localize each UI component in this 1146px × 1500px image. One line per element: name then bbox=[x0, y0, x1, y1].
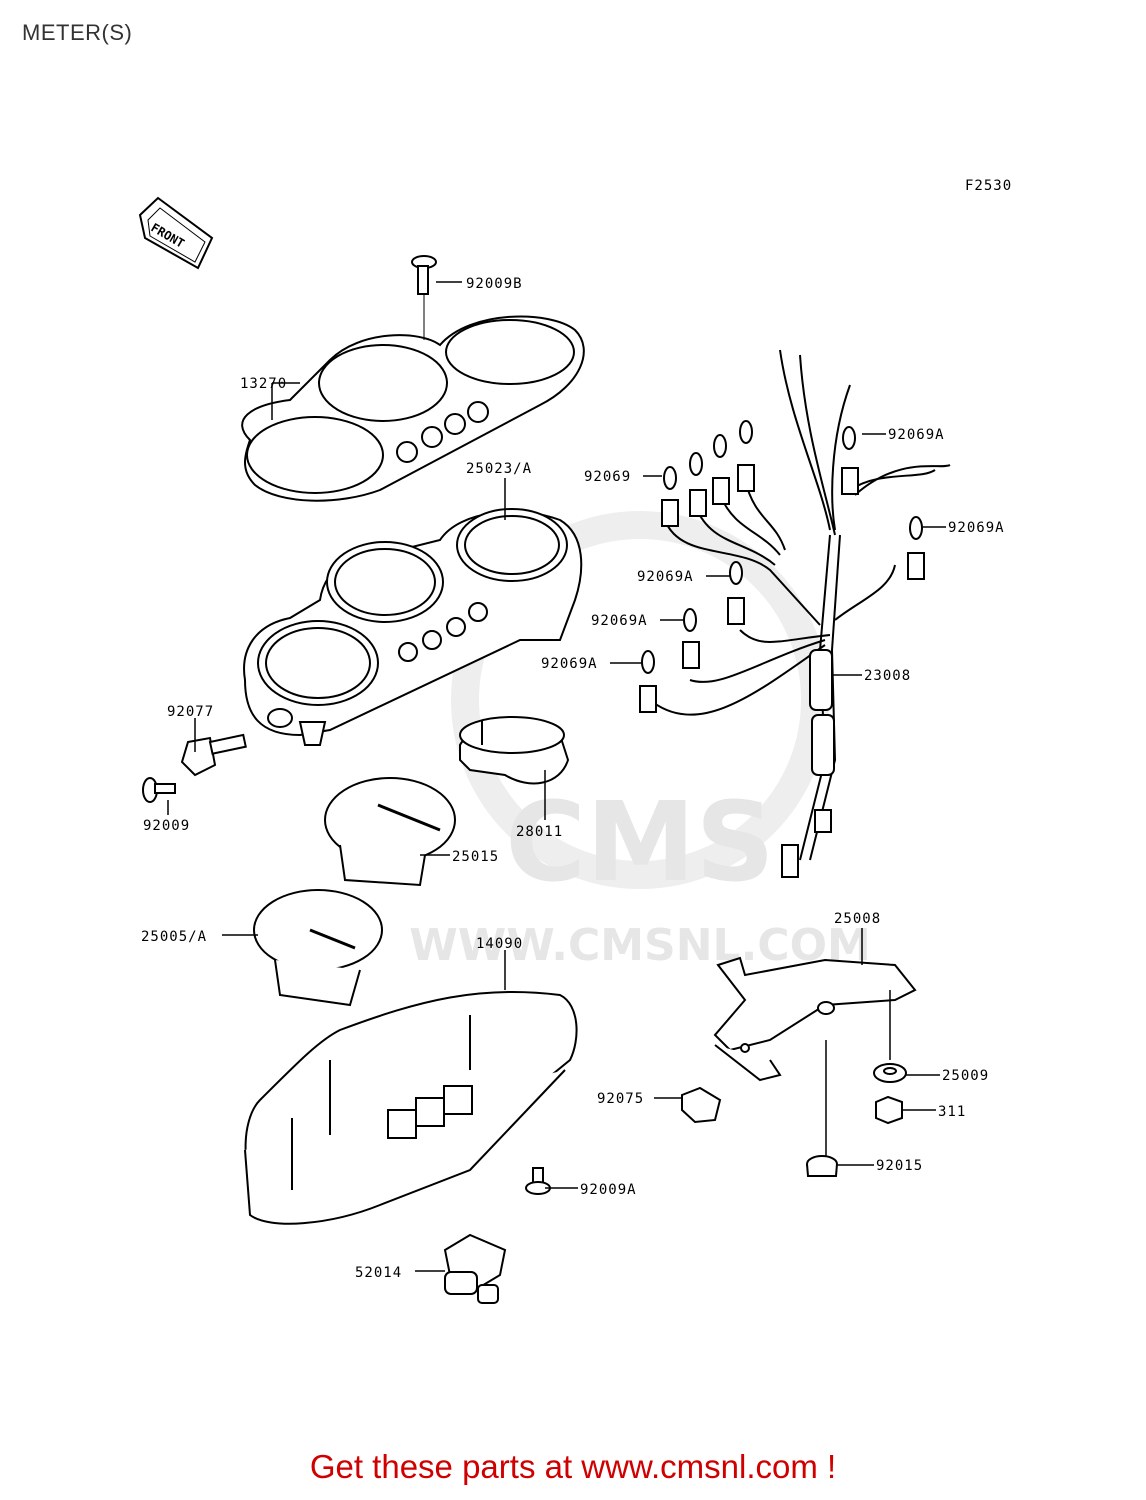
tachometer-mechanism bbox=[459, 716, 570, 785]
part-label-25023A: 25023/A bbox=[466, 461, 532, 477]
part-label-52014: 52014 bbox=[355, 1265, 402, 1281]
part-label-25008: 25008 bbox=[834, 911, 881, 927]
leader-lines bbox=[167, 382, 946, 1272]
watermark-logo: CMS bbox=[505, 778, 774, 906]
part-label-92075: 92075 bbox=[597, 1091, 644, 1107]
part-label-92077: 92077 bbox=[167, 704, 214, 720]
part-label-23008: 23008 bbox=[864, 668, 911, 684]
bulb-sockets-icon bbox=[639, 420, 925, 713]
watermark-url: WWW.CMSNL.COM bbox=[409, 920, 871, 971]
part-label-92069A-2: 92069A bbox=[948, 520, 1005, 536]
meter-bracket bbox=[713, 956, 917, 1082]
screw-top-icon bbox=[411, 255, 437, 340]
part-label-92009: 92009 bbox=[143, 818, 190, 834]
part-label-92009B: 92009B bbox=[466, 276, 523, 292]
sensor-52014-icon bbox=[443, 1233, 507, 1304]
part-label-92015: 92015 bbox=[876, 1158, 923, 1174]
part-label-92069A-1: 92069A bbox=[888, 427, 945, 443]
page-title: METER(S) bbox=[22, 20, 133, 45]
cta-link[interactable]: Get these parts at www.cmsnl.com ! bbox=[309, 1448, 837, 1485]
meter-case-upper bbox=[243, 508, 583, 746]
trip-knob-icon bbox=[180, 733, 247, 777]
screw-bottom-icon bbox=[525, 1167, 551, 1195]
part-label-311: 311 bbox=[938, 1104, 966, 1120]
gauge-25015 bbox=[324, 777, 456, 887]
part-label-25015: 25015 bbox=[452, 849, 499, 865]
part-label-92009A: 92009A bbox=[580, 1182, 637, 1198]
diagram-code: F2530 bbox=[965, 178, 1012, 194]
part-label-14090: 14090 bbox=[476, 936, 523, 952]
gauge-25005 bbox=[253, 889, 383, 1007]
nut-92015-icon bbox=[806, 1155, 838, 1177]
part-label-13270: 13270 bbox=[240, 376, 287, 392]
watermark: CMS WWW.CMSNL.COM bbox=[409, 511, 871, 971]
damper-92075-icon bbox=[681, 1086, 722, 1124]
part-label-28011: 28011 bbox=[516, 824, 563, 840]
part-labels: 92009B 13270 25023/A 92077 92009 28011 2… bbox=[141, 276, 1005, 1281]
nut-311-icon bbox=[875, 1095, 903, 1125]
part-label-92069A-4: 92069A bbox=[591, 613, 648, 629]
wiring-harness bbox=[649, 349, 951, 878]
part-label-25005A: 25005/A bbox=[141, 929, 207, 945]
part-label-92069A-3: 92069A bbox=[637, 569, 694, 585]
part-label-92069: 92069 bbox=[584, 469, 631, 485]
part-label-92069A-5: 92069A bbox=[541, 656, 598, 672]
part-label-25009: 25009 bbox=[942, 1068, 989, 1084]
screw-left-icon bbox=[142, 777, 176, 803]
meter-gasket-plate bbox=[241, 315, 585, 502]
meter-case-lower bbox=[244, 990, 578, 1225]
washer-25009-icon bbox=[873, 1063, 907, 1083]
front-arrow-icon: FRONT bbox=[138, 196, 214, 270]
